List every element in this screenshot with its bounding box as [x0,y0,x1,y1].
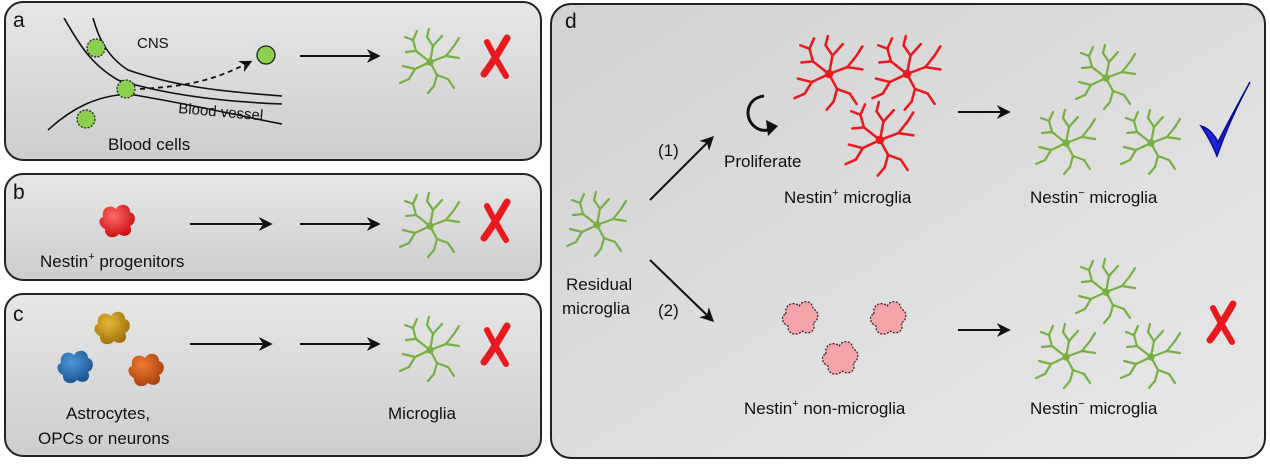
residual-label: Residual [566,275,632,294]
panel-a: a CNS Blood vessel Blood cells [4,1,542,161]
astrocytes-label: Astrocytes, [66,404,150,423]
nestin-negative-microglia-label: Nestin− microglia [1030,187,1158,207]
cns-label: CNS [137,35,169,52]
panel-b-letter: b [13,181,25,204]
blood-cells-label: Blood cells [108,135,190,154]
panel-a-frame [4,1,542,161]
proliferate-label: Proliferate [724,152,801,171]
path-1-label: (1) [658,141,679,160]
nestin-positive-non-microglia-cell [869,301,907,335]
blue-check-icon [1199,81,1251,159]
panel-c-frame [4,293,542,457]
nestin-positive-non-microglia-cell [821,341,859,375]
blood-cell [86,38,106,58]
panel-c: c Astrocytes, OPCs or neurons Microglia [4,293,542,457]
panel-d: d Residual microglia (1) (2) Proliferate… [550,3,1266,459]
panel-a-letter: a [13,9,25,32]
proliferate-loop-arrow [746,94,773,132]
microglia-label: Microglia [388,404,457,423]
blood-cell [76,109,96,129]
panel-c-letter: c [13,303,24,326]
nestin-positive-microglia-label: Nestin+ microglia [784,187,912,207]
infiltrating-cell [256,45,276,65]
migration-arrow [139,60,253,90]
opcs-neurons-label: OPCs or neurons [38,429,169,448]
panel-d-letter: d [565,10,577,33]
path-2-arrow [649,259,715,322]
nestin-negative-microglia-label-bottom: Nestin− microglia [1030,398,1158,418]
panel-b: b Nestin+ progenitors [4,173,542,281]
nestin-positive-non-microglia-cell [781,301,819,335]
microglia-origin-label: microglia [562,299,631,318]
path-1-arrow [649,136,714,201]
path-2-label: (2) [658,301,679,320]
panel-b-frame [4,173,542,281]
proliferate-arrowhead [766,120,778,136]
vessel-inner-wall [92,17,283,97]
nestin-positive-non-microglia-label: Nestin+ non-microglia [744,398,906,418]
blood-cell [116,79,136,99]
nestin-progenitors-label: Nestin+ progenitors [40,251,184,271]
vessel-lower-wall [47,93,283,131]
